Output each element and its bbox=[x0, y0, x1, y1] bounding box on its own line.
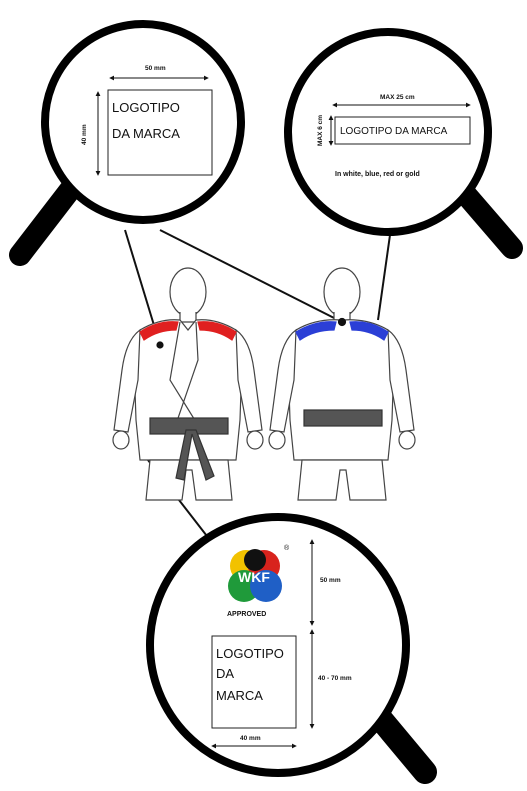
connector-back-to-topright bbox=[377, 234, 391, 321]
right-hand bbox=[398, 430, 416, 450]
magnifier-handle bbox=[9, 179, 81, 266]
registered-mark: ® bbox=[284, 544, 290, 552]
logo-box bbox=[334, 116, 471, 145]
logo-position-dot bbox=[156, 341, 164, 349]
approved-text: APPROVED bbox=[227, 611, 266, 618]
wkf-green-ring bbox=[228, 570, 260, 602]
colors-note: In white, blue, red or gold bbox=[335, 171, 420, 178]
logo-box bbox=[107, 89, 213, 176]
logo-line-2: DA bbox=[216, 666, 234, 681]
wkf-blue-ring bbox=[250, 570, 282, 602]
magnifier-top-right: MAX 25 cm MAX 6 cm LOGOTIPO DA MARCA In … bbox=[284, 28, 523, 259]
width-label: 50 mm bbox=[145, 65, 166, 72]
back-shoulder-right bbox=[349, 321, 389, 341]
logo-line-2: DA MARCA bbox=[112, 126, 180, 141]
head bbox=[169, 267, 207, 317]
wkf-logo: WKF ® bbox=[228, 544, 290, 602]
pants bbox=[297, 459, 387, 501]
label-height-bottom: 40 - 70 mm bbox=[318, 675, 352, 682]
width-label: 40 mm bbox=[240, 735, 261, 742]
magnifier-top-left: 50 mm 40 mm LOGOTIPO DA MARCA bbox=[9, 20, 245, 266]
width-label: MAX 25 cm bbox=[380, 94, 415, 101]
magnifier-handle bbox=[451, 179, 523, 259]
neck bbox=[179, 312, 197, 323]
belt bbox=[303, 409, 383, 427]
belt-knot-ends bbox=[175, 429, 215, 481]
logo-line-3: MARCA bbox=[216, 688, 263, 703]
left-hand bbox=[268, 430, 286, 450]
head bbox=[323, 267, 361, 317]
logo-text: LOGOTIPO DA MARCA bbox=[340, 126, 448, 137]
logo-position-dot bbox=[337, 317, 347, 327]
connector-back-logo bbox=[159, 229, 343, 323]
magnifier-bottom: WKF ® APPROVED 50 mm 40 - 70 mm LOGOTIPO… bbox=[146, 513, 437, 784]
lapel bbox=[169, 321, 199, 425]
jacket-torso bbox=[287, 319, 395, 461]
karateka-front bbox=[112, 267, 264, 501]
height-label: MAX 6 cm bbox=[317, 115, 324, 146]
left-hand bbox=[112, 430, 130, 450]
logo-box bbox=[211, 635, 297, 729]
right-hand bbox=[246, 430, 264, 450]
front-shoulder-left bbox=[139, 321, 179, 341]
wkf-black-ring bbox=[244, 549, 266, 571]
height-label: 40 mm bbox=[81, 124, 88, 145]
logo-line-1: LOGOTIPO bbox=[112, 100, 180, 115]
back-shoulder-left bbox=[295, 321, 337, 341]
front-shoulder-right bbox=[197, 321, 237, 341]
karateka-back bbox=[268, 267, 416, 501]
wkf-text: WKF bbox=[238, 569, 270, 585]
pants bbox=[145, 459, 233, 501]
logo-line-1: LOGOTIPO bbox=[216, 646, 284, 661]
label-height-top: 50 mm bbox=[320, 577, 341, 584]
